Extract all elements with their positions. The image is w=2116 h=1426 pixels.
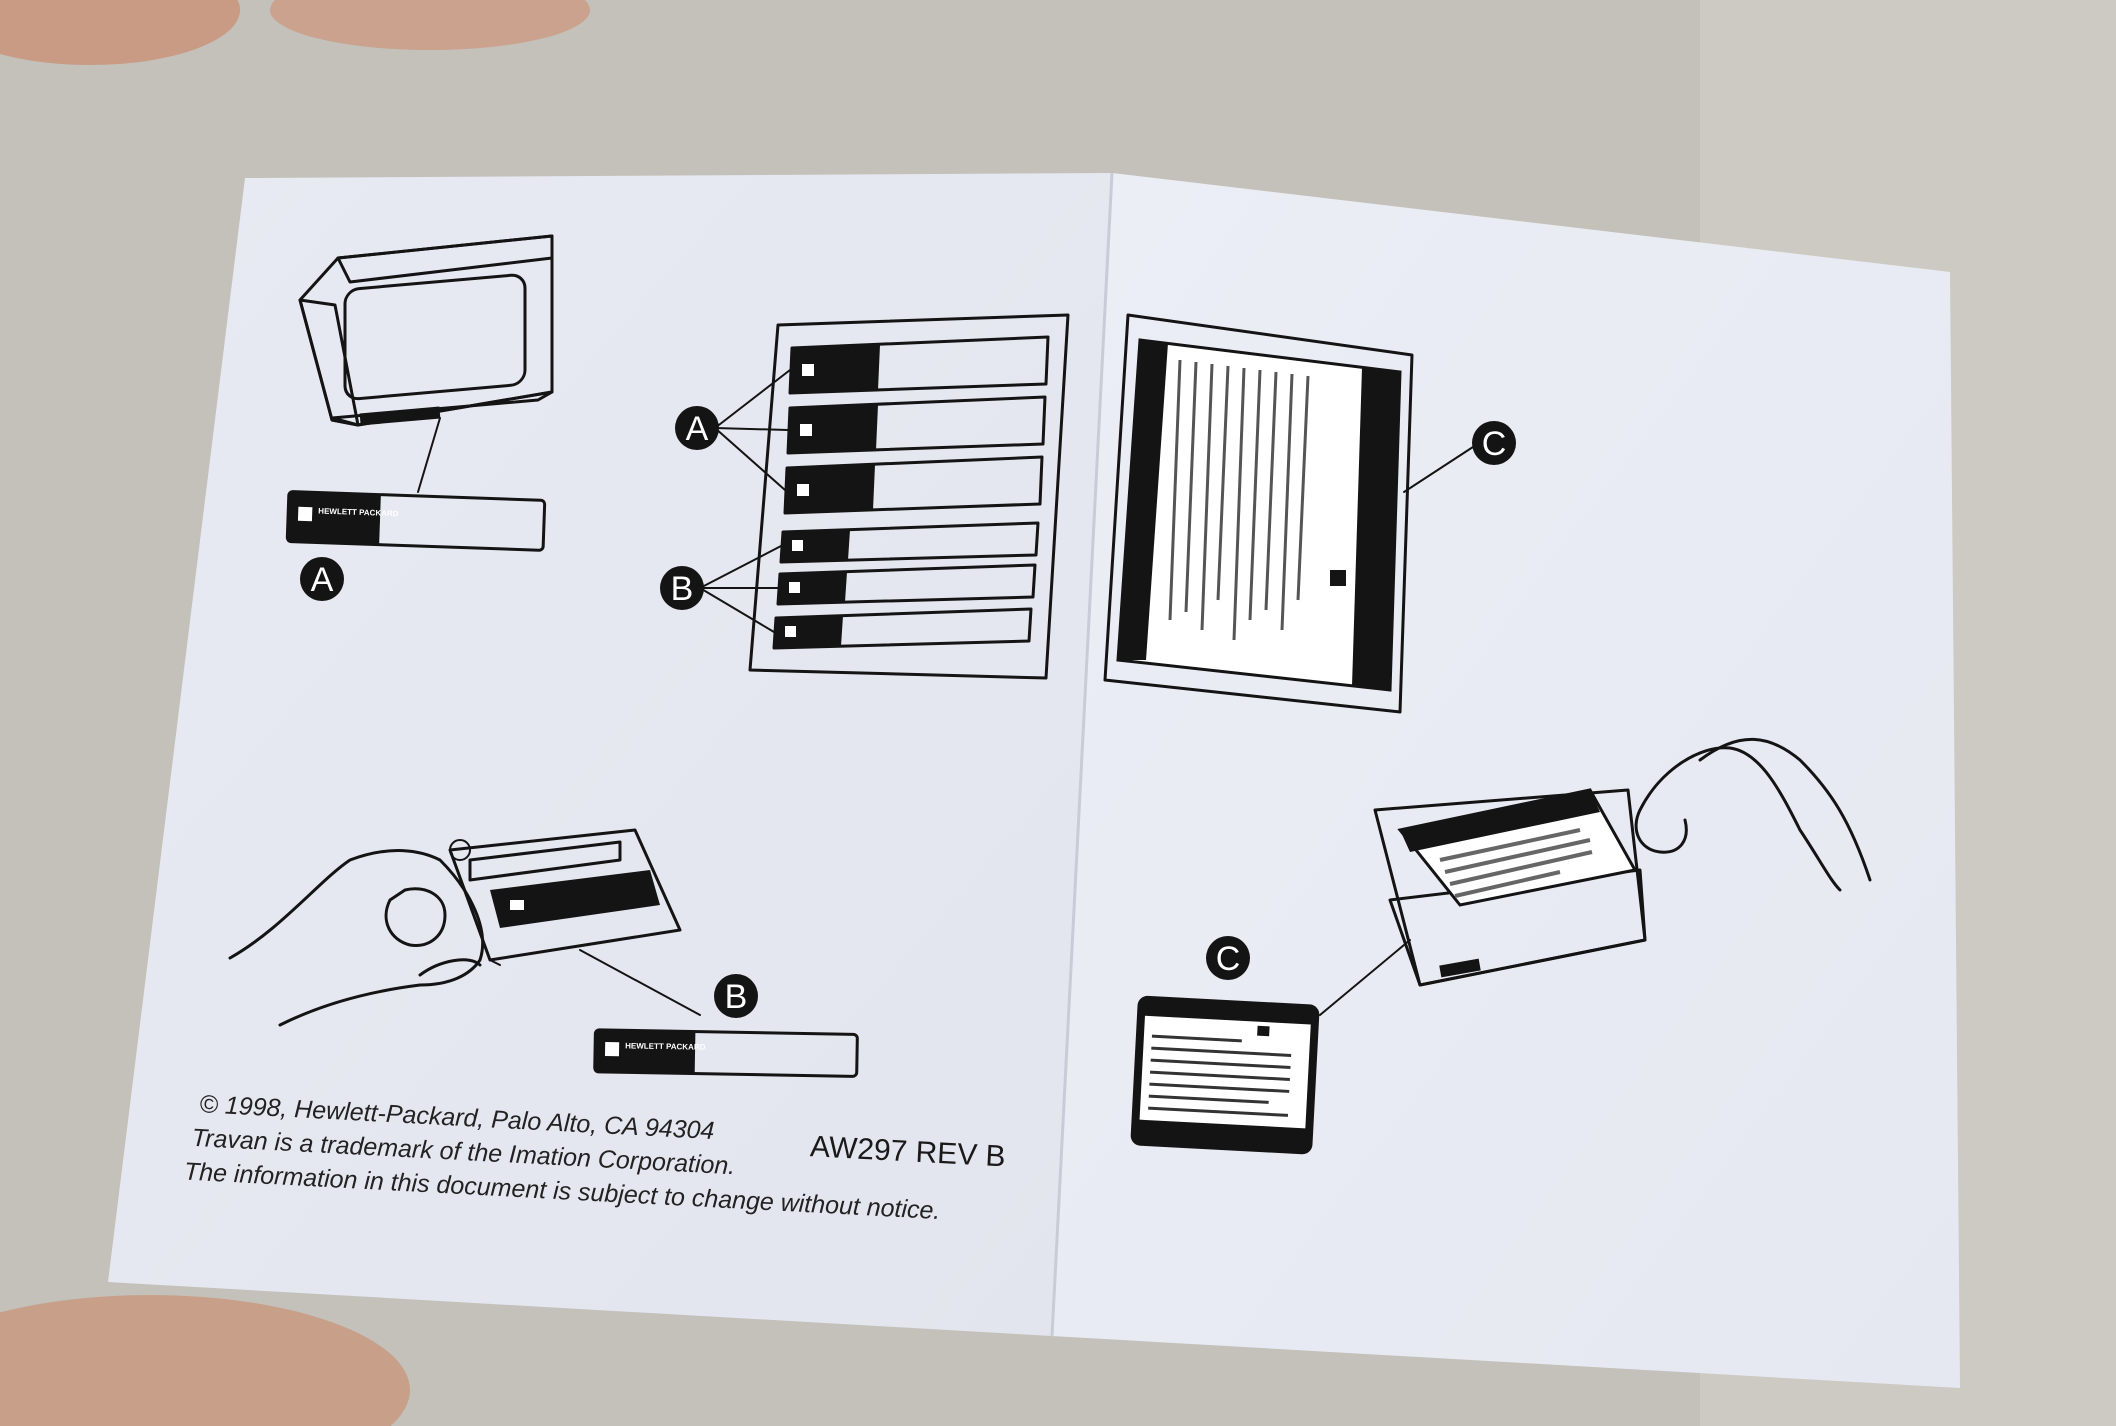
footer: © 1998, Hewlett-Packard, Palo Alto, CA 9… — [183, 1090, 1006, 1225]
booklet — [108, 172, 1960, 1388]
callout-c-top: C — [1482, 425, 1507, 463]
sheet-label-4 — [779, 521, 1040, 564]
label-sheet-illustration: A B — [660, 313, 1070, 680]
insert-card-illustration: C — [1103, 313, 1516, 714]
case-illustration-a: HEWLETT PACKARD A — [285, 234, 554, 601]
label-b-logo: HEWLETT PACKARD — [625, 1041, 706, 1051]
sheet-label-2 — [786, 395, 1047, 455]
finger-top-left — [0, 0, 240, 65]
finger-bottom-left — [0, 1295, 410, 1426]
sheet-label-6 — [772, 607, 1033, 650]
sheet-label-5 — [776, 563, 1037, 606]
callout-b-middle: B — [671, 570, 694, 608]
insert-card-text-lines — [1168, 359, 1310, 641]
case-label-strip — [359, 406, 441, 426]
sheet-label-3 — [783, 455, 1044, 515]
hand-cartridge-illustration: HEWLETT PACKARD B — [228, 828, 859, 1078]
booklet-fold — [1050, 172, 1114, 1337]
sheet-label-1 — [788, 335, 1050, 395]
callout-b-bottom: B — [725, 978, 748, 1016]
label-a-logo: HEWLETT PACKARD — [318, 506, 399, 518]
callout-a-middle: A — [686, 410, 709, 448]
callout-a-left: A — [311, 561, 334, 599]
finger-top-left-2 — [270, 0, 590, 50]
inserted-card-lines — [1439, 828, 1593, 898]
case-insert-illustration: C — [1130, 737, 1872, 1155]
callout-c-bottom: C — [1216, 940, 1241, 978]
